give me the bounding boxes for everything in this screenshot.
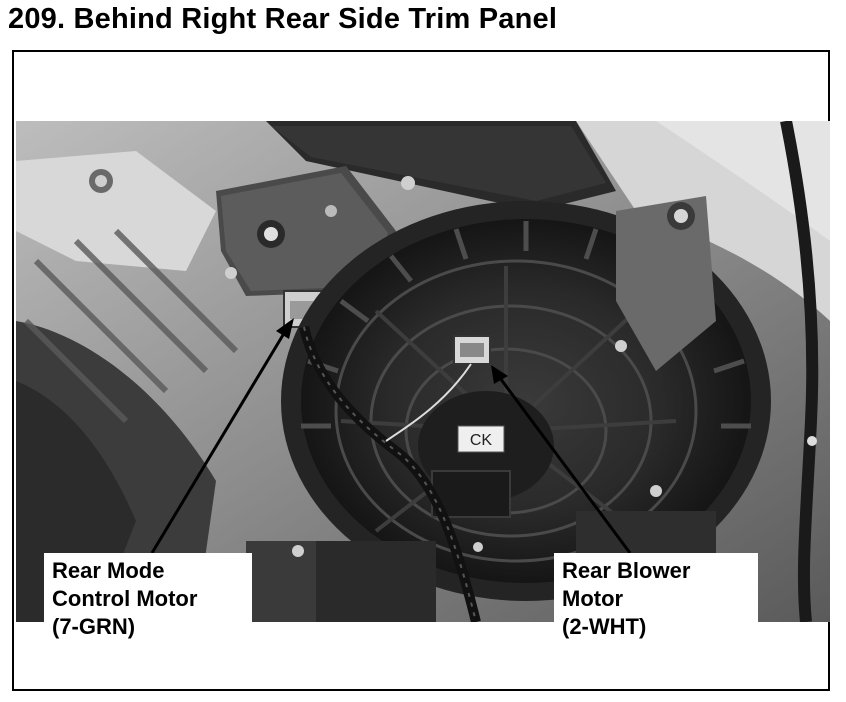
rear-mode-control-motor-callout: Rear Mode Control Motor (7-GRN) — [44, 553, 252, 651]
rear-blower-line1: Rear Blower — [562, 558, 691, 583]
page-title: 209. Behind Right Rear Side Trim Panel — [8, 3, 558, 35]
motor-label: CK — [470, 432, 493, 449]
rear-blower-motor-callout: Rear Blower Motor (2-WHT) — [554, 553, 758, 651]
photo-illustration: CK — [16, 121, 830, 622]
rear-blower-line3: (2-WHT) — [562, 614, 647, 639]
component-photo: CK — [16, 121, 830, 622]
rear-mode-line2: Control Motor — [52, 586, 198, 611]
rear-mode-line1: Rear Mode — [52, 558, 165, 583]
rear-blower-line2: Motor — [562, 586, 624, 611]
rear-mode-line3: (7-GRN) — [52, 614, 136, 639]
